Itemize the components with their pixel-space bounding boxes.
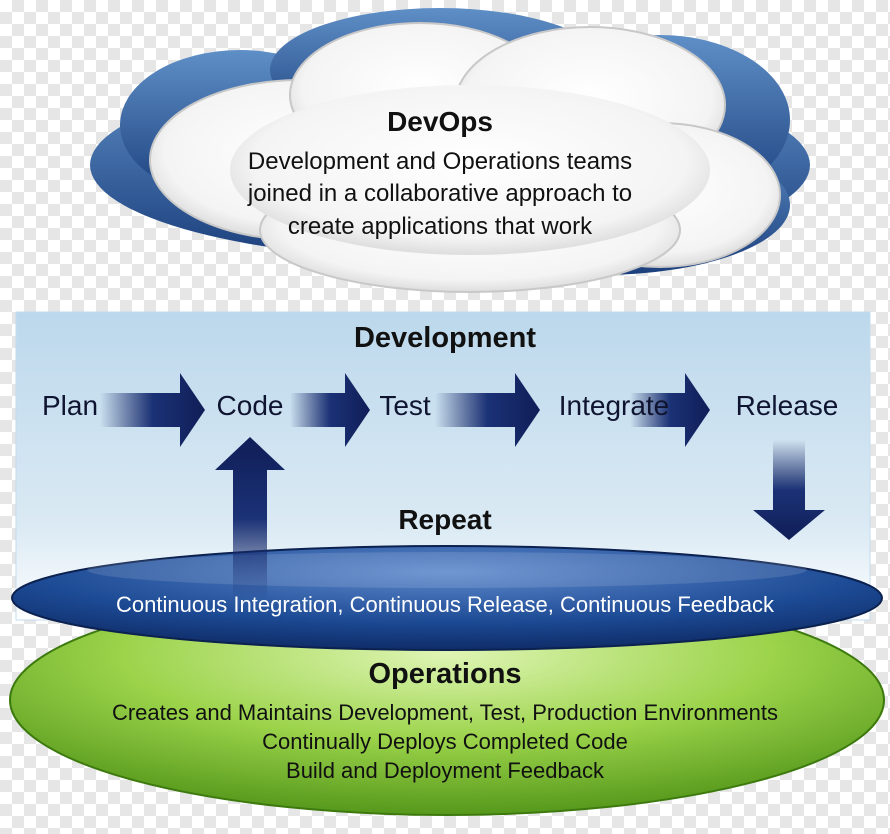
ring-highlight: [87, 552, 807, 588]
step-plan: Plan: [41, 390, 99, 421]
step-integrate: Integrate: [558, 390, 670, 421]
continuous-ring: [11, 545, 883, 651]
step-code: Code: [216, 390, 284, 421]
arrow-test-to-integrate: [435, 373, 540, 447]
arrow-ring-up-to-code: [215, 437, 285, 600]
repeat-label: Repeat: [398, 504, 492, 535]
cloud-description-line: joined in a collaborative approach to: [247, 180, 633, 207]
cloud-title: DevOps: [387, 106, 493, 137]
cloud-front: [149, 22, 781, 293]
cloud-description-line: create applications that work: [287, 213, 593, 240]
operations-line: Continually Deploys Completed Code: [262, 729, 628, 754]
operations-title: Operations: [368, 658, 522, 690]
step-release: Release: [735, 390, 839, 421]
development-title: Development: [353, 322, 537, 354]
arrow-integrate-to-release: [630, 373, 710, 447]
step-test: Test: [379, 390, 431, 421]
arrow-plan-to-code: [100, 373, 205, 447]
cloud-description-line: Development and Operations teams: [247, 148, 633, 175]
arrow-code-to-test: [290, 373, 370, 447]
operations-line: Build and Deployment Feedback: [286, 758, 604, 783]
continuous-ring-label: Continuous Integration, Continuous Relea…: [116, 592, 774, 617]
arrow-release-down: [753, 440, 825, 540]
operations-line: Creates and Maintains Development, Test,…: [111, 700, 779, 725]
